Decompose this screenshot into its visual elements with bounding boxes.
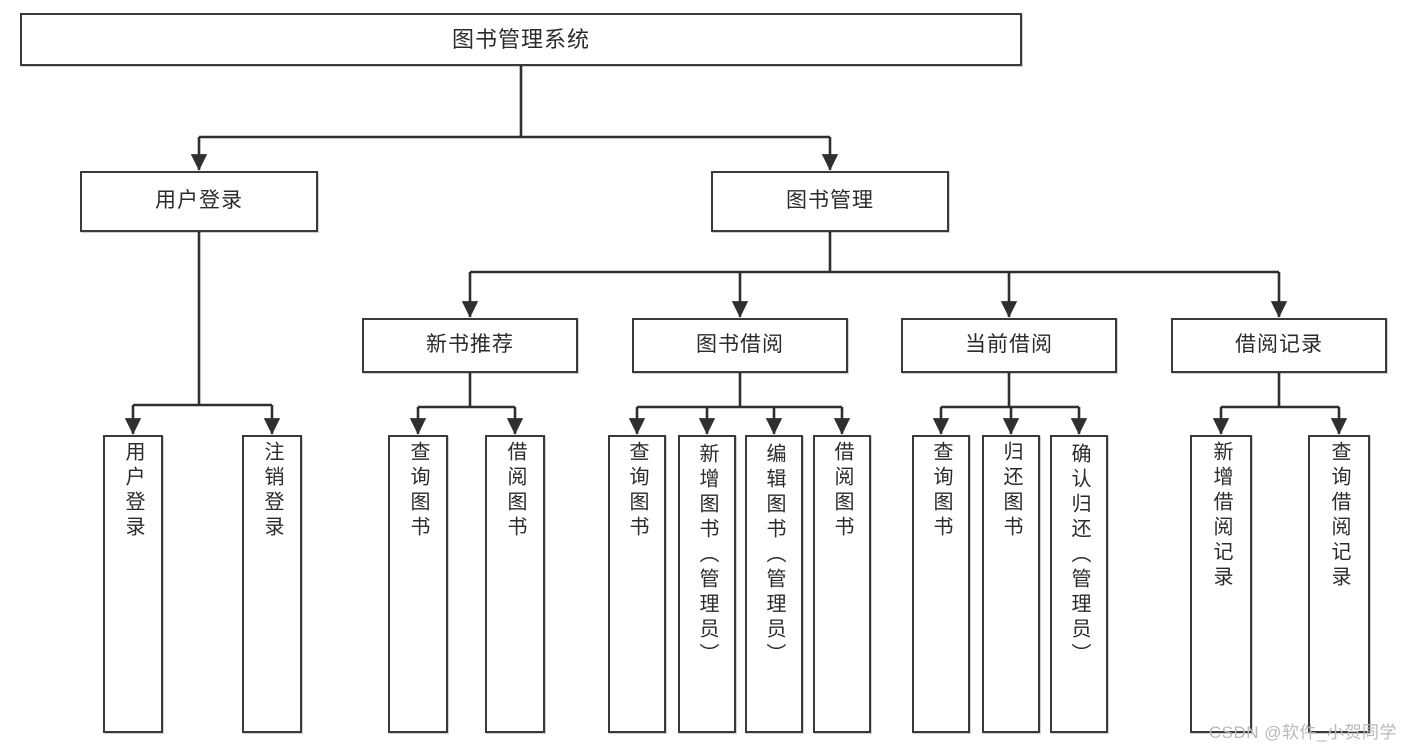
node-leaf-edit-book[interactable]: 编辑图书（管理员） xyxy=(745,435,803,733)
node-new-book-recommend[interactable]: 新书推荐 xyxy=(362,318,578,373)
node-root-label: 图书管理系统 xyxy=(451,26,590,52)
node-leaf-query-book-3-label: 查询图书 xyxy=(930,441,952,541)
node-leaf-return-book[interactable]: 归还图书 xyxy=(982,435,1040,733)
node-book-borrow-label: 图书借阅 xyxy=(696,333,784,357)
node-user-login-label: 用户登录 xyxy=(155,189,243,213)
node-leaf-add-book-label: 新增图书（管理员） xyxy=(696,443,718,668)
node-borrow-record-label: 借阅记录 xyxy=(1235,333,1323,357)
node-leaf-query-book-2-label: 查询图书 xyxy=(626,441,648,541)
node-book-manage[interactable]: 图书管理 xyxy=(711,171,949,232)
node-leaf-borrow-book-1-label: 借阅图书 xyxy=(504,441,526,541)
node-leaf-confirm-return-label: 确认归还（管理员） xyxy=(1068,443,1090,668)
node-leaf-add-record-label: 新增借阅记录 xyxy=(1210,441,1232,591)
node-leaf-query-book-2[interactable]: 查询图书 xyxy=(608,435,666,733)
node-leaf-confirm-return[interactable]: 确认归还（管理员） xyxy=(1050,435,1108,733)
node-leaf-user-login-label: 用户登录 xyxy=(122,441,144,541)
node-leaf-query-book-3[interactable]: 查询图书 xyxy=(912,435,970,733)
node-leaf-user-logout-label: 注销登录 xyxy=(261,441,283,541)
node-borrow-record[interactable]: 借阅记录 xyxy=(1171,318,1387,373)
node-leaf-query-record-label: 查询借阅记录 xyxy=(1328,441,1350,591)
node-leaf-query-book-1-label: 查询图书 xyxy=(407,441,429,541)
node-leaf-add-book[interactable]: 新增图书（管理员） xyxy=(678,435,736,733)
node-current-borrow-label: 当前借阅 xyxy=(965,333,1053,357)
node-leaf-borrow-book-2-label: 借阅图书 xyxy=(831,441,853,541)
node-user-login[interactable]: 用户登录 xyxy=(80,171,318,232)
node-book-manage-label: 图书管理 xyxy=(786,189,874,213)
node-book-borrow[interactable]: 图书借阅 xyxy=(632,318,848,373)
node-leaf-borrow-book-1[interactable]: 借阅图书 xyxy=(485,435,545,733)
node-root[interactable]: 图书管理系统 xyxy=(20,13,1022,66)
node-leaf-edit-book-label: 编辑图书（管理员） xyxy=(763,443,785,668)
node-leaf-return-book-label: 归还图书 xyxy=(1000,441,1022,541)
node-leaf-user-login[interactable]: 用户登录 xyxy=(103,435,163,733)
node-leaf-borrow-book-2[interactable]: 借阅图书 xyxy=(813,435,871,733)
node-leaf-add-record[interactable]: 新增借阅记录 xyxy=(1190,435,1252,733)
node-leaf-query-book-1[interactable]: 查询图书 xyxy=(388,435,448,733)
csdn-watermark: CSDN @软件_小贺同学 xyxy=(1208,723,1397,742)
node-leaf-query-record[interactable]: 查询借阅记录 xyxy=(1308,435,1370,733)
node-current-borrow[interactable]: 当前借阅 xyxy=(901,318,1117,373)
node-leaf-user-logout[interactable]: 注销登录 xyxy=(242,435,302,733)
node-new-book-recommend-label: 新书推荐 xyxy=(426,333,514,357)
